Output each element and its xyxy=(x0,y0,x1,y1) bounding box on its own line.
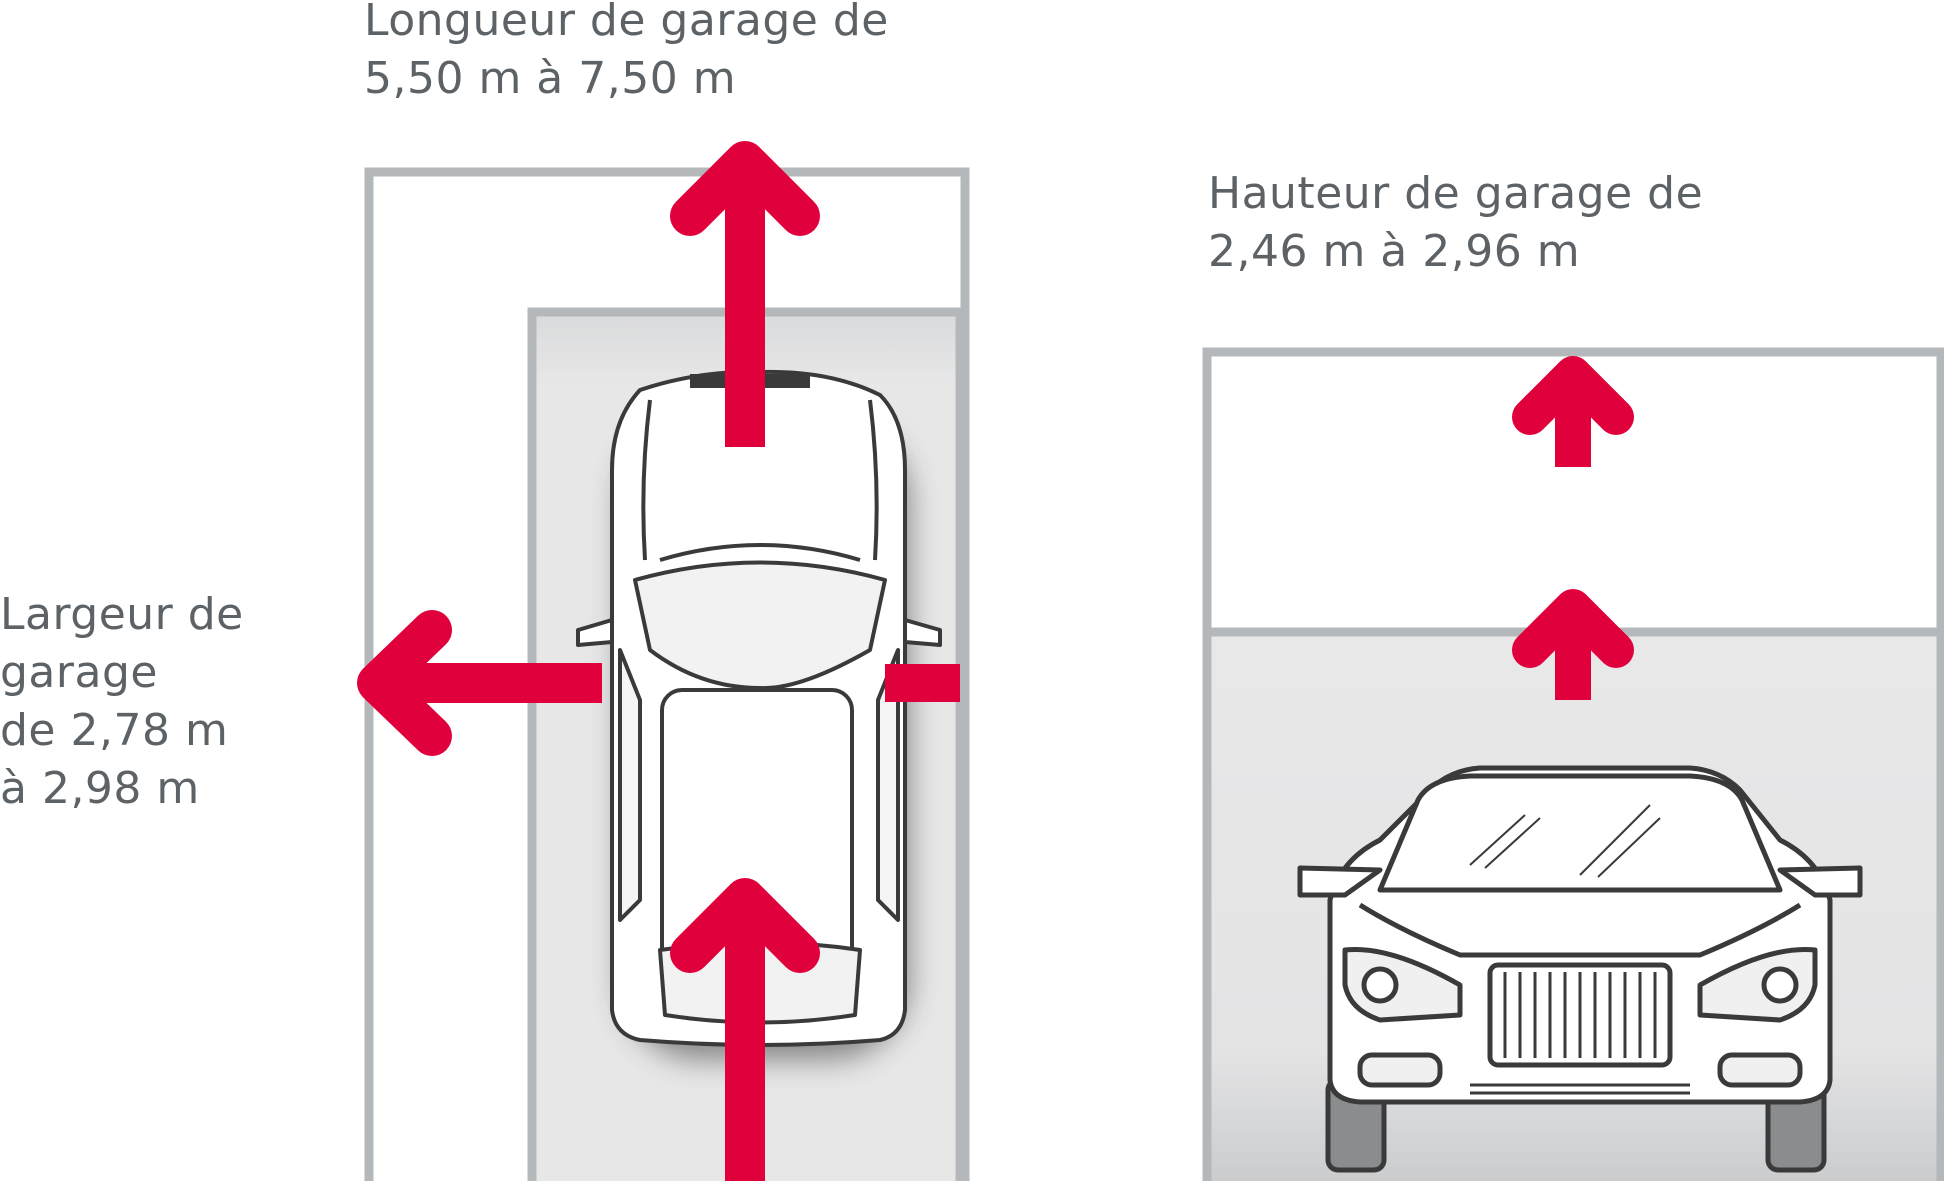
garage-length-line2: 5,50 m à 7,50 m xyxy=(364,53,737,104)
garage-height-line1: Hauteur de garage de xyxy=(1208,168,1704,219)
width-marker-right xyxy=(885,664,960,702)
garage-width-line2: garage xyxy=(0,647,158,698)
garage-width-label: Largeur de garage de 2,78 m à 2,98 m xyxy=(0,586,244,818)
arrow-up-icon xyxy=(670,878,820,1181)
garage-width-line1: Largeur de xyxy=(0,589,244,640)
arrow-up-icon xyxy=(1512,356,1634,467)
garage-length-line1: Longueur de garage de xyxy=(364,0,889,46)
arrow-left-icon xyxy=(357,610,602,756)
garage-height-line2: 2,46 m à 2,96 m xyxy=(1208,226,1581,277)
garage-height-label: Hauteur de garage de 2,46 m à 2,96 m xyxy=(1208,165,1703,281)
car-top-view-icon xyxy=(576,369,942,1047)
garage-width-line3: de 2,78 m xyxy=(0,705,229,756)
arrow-up-icon xyxy=(670,141,820,447)
garage-length-label: Longueur de garage de 5,50 m à 7,50 m xyxy=(364,0,889,108)
garage-top-view xyxy=(357,141,970,1181)
garage-width-line4: à 2,98 m xyxy=(0,763,200,814)
garage-front-view xyxy=(1202,347,1944,1181)
garage-opening xyxy=(1202,347,1944,1181)
car-front-view-icon xyxy=(1297,765,1863,1173)
arrow-up-icon xyxy=(1512,589,1634,700)
